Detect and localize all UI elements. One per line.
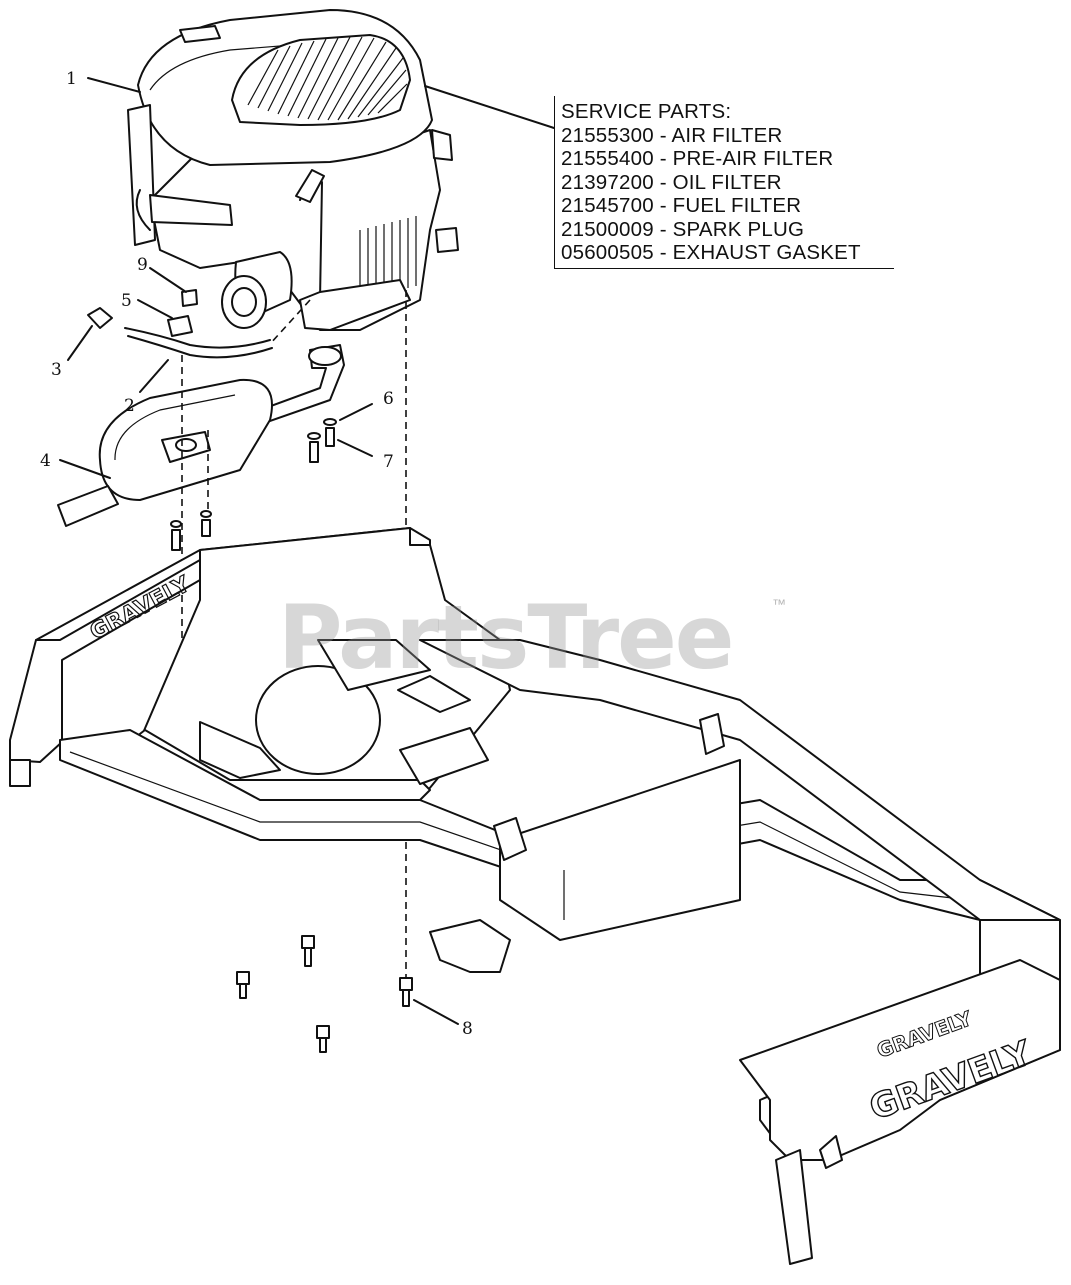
callout-5: 5 <box>121 291 132 311</box>
service-part-fuel-filter: 21545700 - FUEL FILTER <box>561 194 802 217</box>
watermark: PartsTree <box>278 586 734 689</box>
muffler-assembly <box>57 344 345 527</box>
mower-frame: GRAVELY GRAVELY GRAVELY <box>9 527 1061 1265</box>
callout-9: 9 <box>137 255 148 275</box>
service-part-oil-filter: 21397200 - OIL FILTER <box>561 170 782 194</box>
callout-8: 8 <box>462 1019 473 1039</box>
callout-2: 2 <box>124 396 135 416</box>
callout-3: 3 <box>51 360 62 380</box>
alignment-lines <box>181 290 407 980</box>
service-part-exhaust-gasket: 05600505 - EXHAUST GASKET <box>561 241 861 264</box>
frame-bolts <box>236 935 413 1053</box>
callout-leaders <box>59 77 459 1025</box>
service-part-pre-air-filter: 21555400 - PRE-AIR FILTER <box>561 147 834 170</box>
engine-assembly <box>127 9 459 331</box>
service-part-spark-plug: 21500009 - SPARK PLUG <box>561 217 805 241</box>
callout-4: 4 <box>40 451 51 471</box>
watermark-trademark: ™ <box>772 596 786 612</box>
service-parts-leader <box>424 85 555 129</box>
service-parts-heading: SERVICE PARTS: <box>561 100 732 123</box>
hardware-bolts <box>170 418 337 551</box>
callout-6: 6 <box>383 389 394 409</box>
callout-1: 1 <box>66 69 77 89</box>
fuel-line-parts <box>87 289 311 359</box>
callout-7: 7 <box>383 452 394 472</box>
service-parts-box: SERVICE PARTS: 21555300 - AIR FILTER 215… <box>554 96 894 269</box>
service-part-air-filter: 21555300 - AIR FILTER <box>561 123 783 147</box>
